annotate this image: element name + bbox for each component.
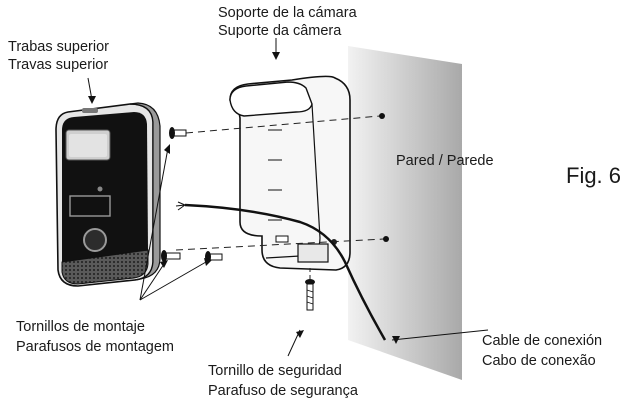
label-security-screw-pt: Parafuso de segurança: [208, 383, 358, 399]
label-mount-screws-es: Tornillos de montaje: [16, 319, 145, 335]
wall-panel: [348, 46, 462, 380]
mounting-screw-upper: [169, 127, 187, 139]
arrow-head: [296, 330, 304, 338]
screw-alignment-lines: [175, 115, 385, 251]
arrow-head: [392, 336, 400, 344]
figure-number: Fig. 6: [566, 163, 622, 188]
wall-anchor-upper: [379, 113, 385, 119]
wall-anchor-lower: [383, 236, 389, 242]
label-top-latches-pt: Travas superior: [8, 57, 109, 73]
arrow-head: [160, 260, 168, 268]
arrow-head: [272, 52, 280, 60]
label-camera-support-pt: Suporte da câmera: [218, 23, 342, 39]
connection-cable: [175, 201, 387, 341]
arrow-head: [88, 96, 96, 104]
security-screw: [305, 279, 315, 311]
label-mount-screws-pt: Parafusos de montagem: [16, 339, 174, 355]
camera-bracket: [229, 75, 351, 271]
label-security-screw-es: Tornillo de seguridad: [208, 363, 342, 379]
arrow-head: [204, 258, 212, 266]
label-top-latches-es: Trabas superior: [8, 39, 110, 55]
label-cable-pt: Cabo de conexão: [482, 353, 596, 369]
label-wall: Pared / Parede: [396, 153, 494, 169]
arrow-head: [164, 144, 170, 154]
mounting-screw-middle: [161, 250, 181, 262]
label-cable-es: Cable de conexión: [482, 333, 603, 349]
camera-device: [55, 102, 161, 287]
label-camera-support-es: Soporte de la cámara: [218, 5, 357, 21]
